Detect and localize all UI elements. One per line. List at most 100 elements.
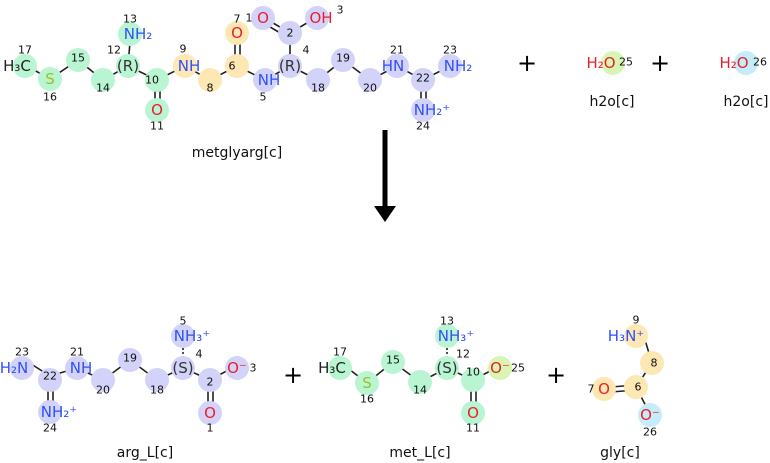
atom-highlight (251, 6, 275, 30)
atom-label: O (231, 24, 243, 42)
molecule-metglyarg: H₃C17S161514(R)12NH₂1310O11NH986O7NH5(R)… (3, 4, 472, 162)
atom-highlight (145, 98, 169, 122)
atom-label: O (204, 404, 216, 422)
atom-highlight (624, 375, 648, 399)
atom-number: 10 (466, 366, 480, 379)
atom-number: 10 (145, 74, 159, 87)
molecule-name: h2o[c] (590, 94, 635, 110)
atom-label: S (362, 374, 372, 392)
atom-number: 23 (443, 44, 457, 57)
atom-highlight (198, 368, 222, 392)
atom-highlight (13, 54, 37, 78)
atom-number: 2 (207, 376, 214, 389)
atom-number: 21 (70, 346, 84, 359)
plus-sign: + (517, 49, 537, 77)
atom-label: (R) (279, 57, 301, 75)
atom-highlight (173, 54, 197, 78)
atom-number: 3 (337, 4, 344, 17)
atom-number: 9 (633, 314, 640, 327)
atom-highlight (461, 401, 485, 425)
atom-highlight (91, 68, 115, 92)
atom-highlight (253, 68, 277, 92)
atom-label: NH₂ (124, 25, 153, 43)
atom-number: 26 (753, 56, 767, 69)
atom-number: 21 (390, 44, 404, 57)
atom-number: 22 (43, 370, 57, 383)
atom-number: 20 (96, 384, 110, 397)
atom-label: NH₃⁺ (174, 327, 210, 345)
atom-number: 6 (229, 60, 236, 73)
atom-highlight (411, 68, 435, 92)
atom-highlight (435, 324, 459, 348)
atom-number: 2 (287, 27, 294, 40)
atom-number: 6 (635, 381, 642, 394)
atom-highlight (38, 67, 62, 91)
atom-number: 7 (234, 13, 241, 26)
atom-highlight (198, 401, 222, 425)
atom-number: 12 (456, 348, 470, 361)
atom-highlight (385, 54, 409, 78)
atom-number: 8 (207, 82, 214, 95)
atom-highlight (10, 356, 34, 380)
atom-label: H₂O (719, 54, 748, 72)
atom-label: NH (178, 57, 201, 75)
atom-highlight (171, 356, 195, 380)
atom-label: NH₂⁺ (41, 403, 77, 421)
atom-number: 12 (107, 44, 121, 57)
atom-number: 16 (43, 91, 57, 104)
atom-number: 25 (511, 362, 525, 375)
atom-highlight (225, 54, 249, 78)
atoms (10, 6, 758, 427)
atom-label: O (151, 101, 163, 119)
atom-number: 24 (43, 422, 57, 435)
atom-highlight (355, 371, 379, 395)
plus-sign: + (650, 49, 670, 77)
molecule-name: arg_L[c] (117, 445, 173, 461)
atom-highlight (145, 68, 169, 92)
atom-highlight (38, 400, 62, 424)
atom-highlight (65, 356, 89, 380)
atom-label: O (598, 380, 610, 398)
atom-number: 1 (207, 422, 214, 435)
atom-label: (S) (436, 359, 457, 377)
atom-number: 3 (250, 362, 257, 375)
atom-label: HN (382, 57, 405, 75)
atom-highlight (118, 348, 142, 372)
atom-label: O (467, 404, 479, 422)
atom-highlight (638, 403, 662, 427)
atom-highlight (305, 6, 329, 30)
atom-number: 17 (18, 44, 32, 57)
atom-label: OH (309, 9, 332, 27)
atom-number: 26 (643, 426, 657, 439)
atom-highlight (278, 21, 302, 45)
atom-label: O (257, 9, 269, 27)
atom-number: 24 (416, 120, 430, 133)
atom-number: 14 (413, 384, 427, 397)
atom-number: 16 (360, 393, 374, 406)
atom-number: 19 (336, 52, 350, 65)
molecule-name: metglyarg[c] (192, 145, 282, 161)
atom-label: O⁻ (227, 359, 247, 377)
atom-highlight (306, 68, 330, 92)
atom-number: 18 (311, 82, 325, 95)
atom-highlight (91, 368, 115, 392)
atom-number: 17 (333, 346, 347, 359)
atom-highlight (592, 377, 616, 401)
molecule-h2o-26: H₂O 26 h2o[c] (719, 54, 768, 110)
atom-label: H₂O (586, 54, 615, 72)
atom-number: 25 (619, 56, 633, 69)
molecule-name: h2o[c] (724, 94, 769, 110)
atom-highlight (118, 22, 142, 46)
atom-highlight (408, 370, 432, 394)
atom-highlight (411, 98, 435, 122)
atom-highlight (435, 356, 459, 380)
atom-highlight (734, 51, 758, 75)
labels: H₃C17S161514(R)12NH₂1310O11NH986O7NH5(R)… (0, 4, 768, 462)
atom-highlight (38, 368, 62, 392)
atom-number: 5 (180, 315, 187, 328)
atom-number: 4 (303, 44, 310, 57)
molecule-name: gly[c] (600, 445, 640, 461)
atom-number: 22 (416, 72, 430, 85)
atom-highlight (225, 21, 249, 45)
